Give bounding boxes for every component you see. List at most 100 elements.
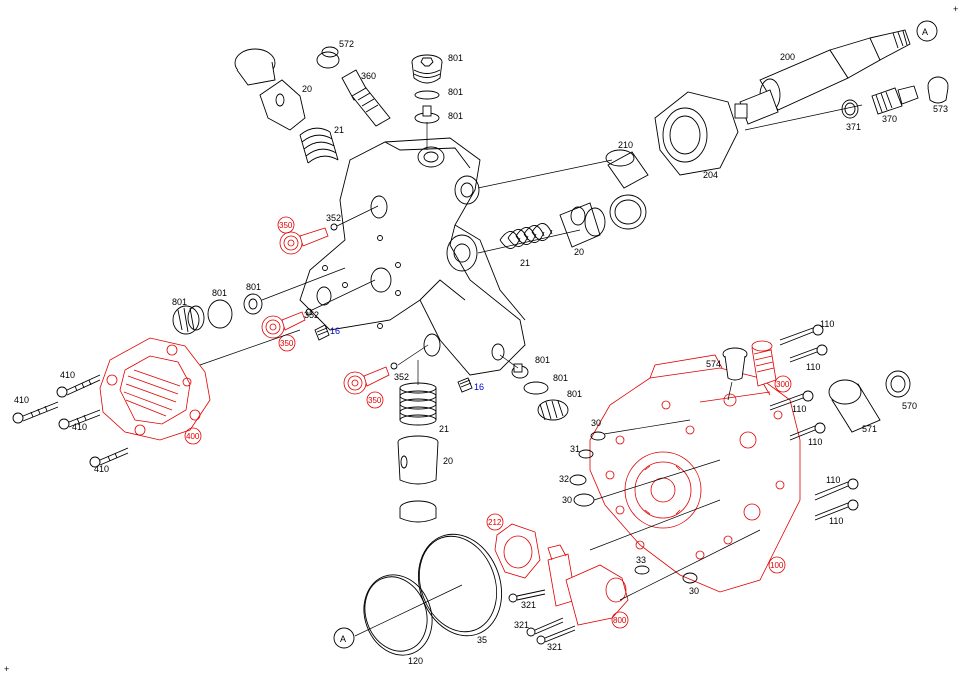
svg-text:800: 800 (613, 616, 627, 625)
bolt-110 (789, 344, 828, 363)
nut-204 (654, 91, 739, 176)
part-label-30: 30 (689, 586, 699, 596)
spring-right (499, 223, 553, 249)
part-label-20: 20 (443, 456, 453, 466)
part-label-20: 20 (574, 247, 584, 257)
part-label-110: 110 (820, 319, 834, 329)
spring-top (299, 127, 339, 164)
bolt-110 (789, 422, 826, 441)
part-label-571: 571 (862, 424, 877, 434)
o-ring-33 (634, 565, 650, 575)
part-label-370: 370 (882, 114, 897, 124)
reference-A-top: A (916, 20, 938, 42)
sensor-16-left (314, 324, 330, 341)
tappet-top (234, 48, 306, 131)
bolt-410 (89, 447, 129, 468)
part-label-33: 33 (636, 555, 646, 565)
callout-400: 400 (184, 427, 202, 445)
plug-801-left (172, 305, 205, 335)
part-label-31: 31 (570, 444, 580, 454)
fitting-370 (871, 85, 919, 115)
leader-line (603, 419, 691, 435)
part-label-410: 410 (72, 422, 87, 432)
part-label-801: 801 (567, 389, 582, 399)
o-ring-31 (578, 449, 594, 459)
svg-text:350: 350 (280, 339, 294, 348)
callout-100: 100 (768, 556, 786, 574)
part-label-321: 321 (547, 642, 562, 652)
part-label-352: 352 (326, 213, 341, 223)
leader-line (199, 329, 301, 366)
svg-text:212: 212 (488, 518, 502, 527)
svg-text:350: 350 (368, 396, 382, 405)
part-label-410: 410 (14, 395, 29, 405)
callout-350: 350 (277, 216, 295, 234)
seal-ring-801 (414, 90, 440, 100)
svg-text:350: 350 (279, 221, 293, 230)
plug-574 (722, 347, 748, 381)
bolt-110 (814, 478, 859, 501)
part-label-110: 110 (829, 516, 843, 526)
valve-350-middle (261, 308, 313, 339)
part-label-321: 321 (521, 600, 536, 610)
cap-570 (885, 370, 911, 398)
o-ring-120 (364, 576, 428, 652)
part-label-570: 570 (902, 401, 917, 411)
tappet-right (559, 202, 606, 248)
o-ring-30 (682, 572, 698, 584)
part-label-200: 200 (780, 52, 795, 62)
part-label-204: 204 (703, 170, 718, 180)
part-label-21: 21 (334, 125, 344, 135)
leader-line (619, 529, 761, 601)
flange-housing-100 (589, 354, 801, 593)
plug-801-top (411, 54, 443, 84)
sensor-16-lower (457, 377, 473, 393)
leader-line (593, 459, 721, 501)
bolt-410 (58, 409, 101, 430)
part-label-801: 801 (448, 111, 463, 121)
svg-text:A: A (340, 634, 346, 644)
o-ring-35 (418, 535, 498, 633)
screw-801-lower (511, 363, 529, 379)
part-label-572: 572 (339, 39, 354, 49)
leader-line (477, 159, 613, 189)
bolt-410 (12, 401, 59, 424)
part-label-410: 410 (60, 370, 75, 380)
bolt-110 (779, 324, 824, 346)
part-label-574: 574 (706, 359, 721, 369)
part-label-801: 801 (172, 297, 187, 307)
cap-573 (927, 76, 949, 104)
bolt-110 (814, 499, 859, 521)
part-label-35: 35 (477, 635, 487, 645)
bolt-321 (536, 625, 576, 645)
part-label-801: 801 (246, 282, 261, 292)
part-label-110: 110 (806, 362, 820, 372)
o-ring-35 (417, 533, 503, 637)
part-label-371: 371 (846, 122, 861, 132)
part-label-352: 352 (304, 310, 319, 320)
callout-800: 800 (611, 611, 629, 629)
leader-line (589, 499, 721, 551)
part-label-16: 16 (474, 382, 484, 392)
leader-line (354, 584, 463, 637)
svg-text:300: 300 (776, 380, 790, 389)
sleeve-210 (605, 149, 649, 189)
part-label-801: 801 (448, 87, 463, 97)
callout-212: 212 (486, 513, 504, 531)
svg-text:400: 400 (186, 432, 200, 441)
valve-360 (341, 69, 391, 127)
part-label-410: 410 (94, 464, 109, 474)
roller-cup-right (609, 194, 647, 230)
leader-line (744, 104, 863, 131)
leader-line (499, 354, 519, 369)
part-label-21: 21 (520, 258, 530, 268)
leader-line (336, 205, 379, 227)
part-label-21: 21 (439, 424, 449, 434)
leader-line (727, 381, 733, 401)
o-ring-32 (569, 474, 587, 486)
callout-350: 350 (278, 334, 296, 352)
part-label-801: 801 (535, 355, 550, 365)
part-label-16: 16 (330, 326, 340, 336)
part-label-120: 120 (408, 656, 423, 666)
